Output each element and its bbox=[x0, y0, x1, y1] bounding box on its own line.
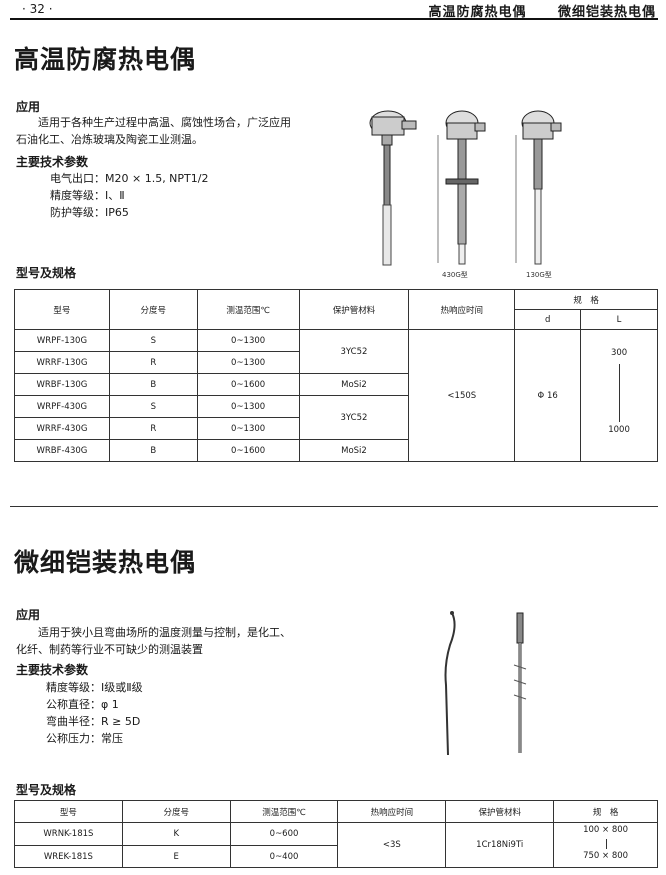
response-time-cell: <150S bbox=[408, 329, 516, 462]
table-header-row: 型号 分度号 测温范围℃ 保护管材料 热响应时间 规 格 bbox=[14, 289, 658, 330]
col-header-material: 保护管材料 bbox=[445, 800, 555, 823]
size-range-line bbox=[605, 839, 607, 849]
section-divider bbox=[10, 506, 658, 507]
col-header-range: 测温范围℃ bbox=[229, 800, 339, 823]
spec-item: 弯曲半径：R ≥ 5D bbox=[46, 715, 141, 728]
spec-item: 电气出口：M20 × 1.5, NPT1/2 bbox=[50, 172, 209, 185]
thermocouple-illustration-2 bbox=[437, 110, 486, 265]
section1-spec-table: 型号 分度号 测温范围℃ 保护管材料 热响应时间 规 格 d L WRPF-13… bbox=[14, 289, 658, 462]
table-row: WRPF-130G S 0~1300 3YC52 <150S Φ 16 300 … bbox=[14, 329, 658, 462]
armored-thermocouple-illustration-1 bbox=[444, 611, 456, 756]
section1-table-heading: 型号及规格 bbox=[16, 266, 77, 280]
section2-application-line1: 适用于狭小且弯曲场所的温度测量与控制，是化工、 bbox=[38, 626, 291, 639]
section1-title: 高温防腐热电偶 bbox=[14, 45, 197, 74]
col-header-model: 型号 bbox=[14, 289, 110, 330]
material-cell: 3YC52 bbox=[298, 395, 410, 440]
size-bottom: 750 × 800 bbox=[583, 851, 629, 861]
running-header-section-a: 高温防腐热电偶 bbox=[428, 5, 527, 20]
col-header-response: 热响应时间 bbox=[337, 800, 447, 823]
spec-item: 精度等级：Ⅰ、Ⅱ bbox=[50, 189, 125, 202]
col-header-size: 规 格 bbox=[514, 289, 658, 310]
section2-tech-heading: 主要技术参数 bbox=[16, 663, 89, 677]
material-cell: MoSi2 bbox=[298, 373, 410, 396]
table-row: WREK-181S E 0~400 bbox=[14, 845, 658, 868]
header-rule bbox=[10, 18, 658, 20]
col-header-range: 测温范围℃ bbox=[196, 289, 300, 330]
col-header-index: 分度号 bbox=[108, 289, 198, 330]
length-cell: 300 1000 bbox=[580, 329, 658, 462]
length-range-line bbox=[619, 364, 621, 422]
material-cell: 3YC52 bbox=[298, 329, 410, 374]
table-row: WRBF-430G B 0~1600 MoSi2 bbox=[14, 439, 658, 462]
response-time-cell: <3S bbox=[337, 822, 447, 868]
col-header-d: d bbox=[514, 309, 582, 330]
table-row: WRBF-130G B 0~1600 MoSi2 bbox=[14, 373, 658, 396]
table-row: WRPF-430G S 0~1300 3YC52 bbox=[14, 395, 658, 440]
material-cell: MoSi2 bbox=[298, 439, 410, 462]
section2-table-heading: 型号及规格 bbox=[16, 783, 77, 797]
running-header: 高温防腐热电偶 微细铠装热电偶 bbox=[402, 1, 656, 20]
table-header-row: 型号 分度号 测温范围℃ 热响应时间 保护管材料 规 格 bbox=[14, 800, 658, 823]
section2-application-heading: 应用 bbox=[16, 608, 41, 622]
section2-application-text: 适用于狭小且弯曲场所的温度测量与控制，是化工、 化纤、制药等行业不可缺少的测温装… bbox=[16, 624, 291, 658]
col-header-response: 热响应时间 bbox=[408, 289, 516, 330]
spec-item: 防护等级：IP65 bbox=[50, 206, 129, 219]
figure-label-430g: 430G型 bbox=[442, 271, 468, 279]
section1-application-line2: 石油化工、冶炼玻璃及陶瓷工业测温。 bbox=[16, 133, 203, 146]
section1-application-line1: 适用于各种生产过程中高温、腐蚀性场合，广泛应用 bbox=[38, 116, 291, 129]
col-header-size: 规 格 bbox=[553, 800, 658, 823]
thermocouple-illustration-3 bbox=[515, 110, 562, 265]
thermocouple-illustration-1 bbox=[369, 110, 417, 266]
table-row: WRNK-181S K 0~600 <3S 1Cr18Ni9Ti 100 × 8… bbox=[14, 822, 658, 868]
length-min: 300 bbox=[610, 348, 628, 358]
material-cell: 1Cr18Ni9Ti bbox=[445, 822, 555, 868]
spec-item: 公称压力：常压 bbox=[46, 732, 123, 745]
armored-thermocouple-illustrations bbox=[444, 611, 527, 756]
table-row: WRRF-430G R 0~1300 bbox=[14, 417, 658, 440]
section1-tech-heading: 主要技术参数 bbox=[16, 155, 89, 169]
section2-application-line2: 化纤、制药等行业不可缺少的测温装置 bbox=[16, 643, 203, 656]
diameter-cell: Φ 16 bbox=[514, 329, 582, 462]
table-subheader-row: d L bbox=[15, 309, 658, 330]
thermocouple-illustrations bbox=[369, 110, 562, 266]
section1-application-text: 适用于各种生产过程中高温、腐蚀性场合，广泛应用 石油化工、冶炼玻璃及陶瓷工业测温… bbox=[16, 114, 291, 148]
col-header-l: L bbox=[580, 309, 658, 330]
section1-spec-list: 电气出口：M20 × 1.5, NPT1/2 精度等级：Ⅰ、Ⅱ 防护等级：IP6… bbox=[50, 170, 208, 221]
spec-item: 公称直径：φ 1 bbox=[46, 698, 119, 711]
col-header-model: 型号 bbox=[14, 800, 123, 823]
size-top: 100 × 800 bbox=[583, 825, 629, 835]
figure-label-130g: 130G型 bbox=[526, 271, 552, 279]
section1-application-heading: 应用 bbox=[16, 100, 41, 114]
running-header-section-b: 微细铠装热电偶 bbox=[557, 5, 656, 20]
length-max: 1000 bbox=[608, 425, 630, 435]
page-number: · 32 · bbox=[22, 2, 53, 16]
section2-title: 微细铠装热电偶 bbox=[14, 548, 197, 577]
armored-thermocouple-illustration-2 bbox=[513, 612, 527, 753]
size-cell: 100 × 800 750 × 800 bbox=[553, 822, 658, 868]
col-header-material: 保护管材料 bbox=[298, 289, 410, 330]
section2-spec-table: 型号 分度号 测温范围℃ 热响应时间 保护管材料 规 格 WRNK-181S K… bbox=[14, 800, 658, 868]
spec-item: 精度等级：Ⅰ级或Ⅱ级 bbox=[46, 681, 143, 694]
section2-spec-list: 精度等级：Ⅰ级或Ⅱ级 公称直径：φ 1 弯曲半径：R ≥ 5D 公称压力：常压 bbox=[46, 679, 143, 747]
col-header-index: 分度号 bbox=[121, 800, 231, 823]
